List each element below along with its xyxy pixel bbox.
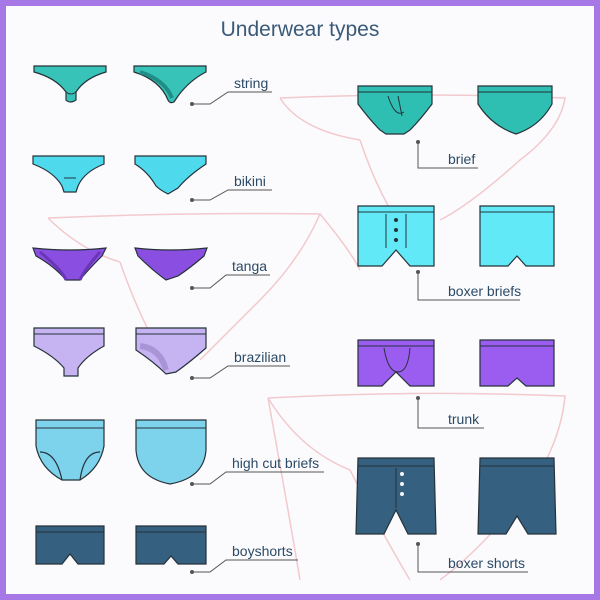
trunk-back <box>479 339 555 387</box>
boxer-briefs-back <box>479 205 555 267</box>
boyshorts-front <box>35 525 105 565</box>
boxer-shorts-back <box>477 457 557 535</box>
page-title: Underwear types <box>220 18 380 41</box>
label-high-cut-briefs: high cut briefs <box>232 455 319 471</box>
label-trunk: trunk <box>448 411 480 427</box>
string-back <box>133 65 207 104</box>
brief-front <box>357 85 433 135</box>
brazilian-front <box>33 327 105 377</box>
boxer-briefs-front <box>357 205 435 267</box>
label-brief: brief <box>448 151 475 167</box>
label-boxer-shorts: boxer shorts <box>448 555 525 571</box>
brazilian-back <box>135 327 207 375</box>
label-boyshorts: boyshorts <box>232 543 293 559</box>
high-cut-briefs-back <box>135 419 207 485</box>
trunk-front <box>357 339 435 387</box>
label-tanga: tanga <box>232 258 267 274</box>
leader-lines <box>192 91 528 573</box>
string-front <box>33 65 107 103</box>
bikini-back <box>134 155 207 195</box>
label-string: string <box>234 75 268 91</box>
label-brazilian: brazilian <box>234 349 286 365</box>
leader-dots <box>190 102 420 574</box>
high-cut-briefs-front <box>35 419 105 481</box>
tanga-back <box>134 247 208 281</box>
label-boxer-briefs: boxer briefs <box>448 283 521 299</box>
boxer-shorts-front <box>355 457 437 535</box>
tanga-front <box>32 247 108 281</box>
brief-back <box>477 85 553 135</box>
bikini-front <box>32 155 105 193</box>
label-bikini: bikini <box>234 173 266 189</box>
boyshorts-back <box>135 525 207 565</box>
